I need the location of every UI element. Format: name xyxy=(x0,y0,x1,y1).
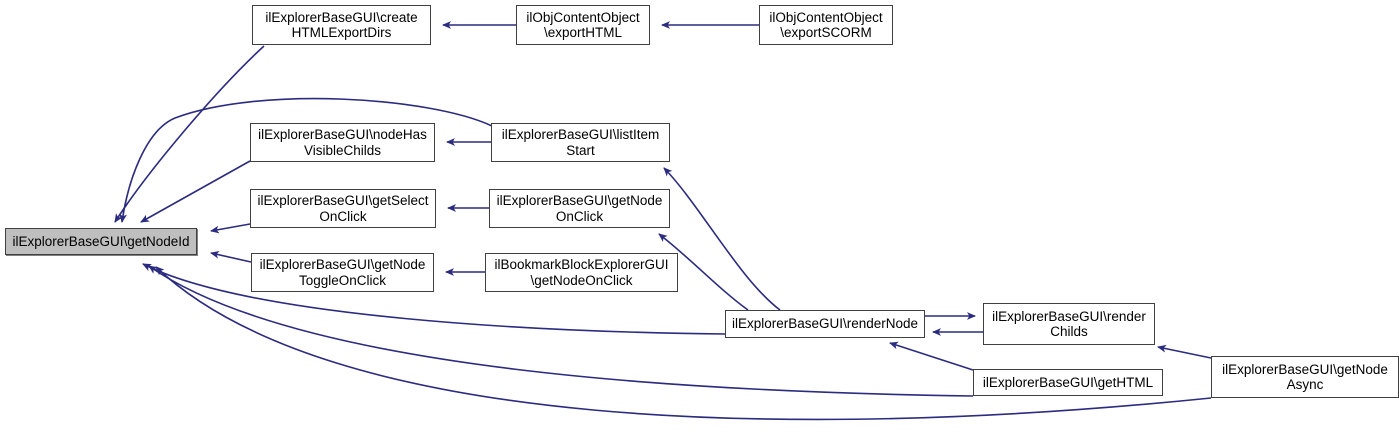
node-get-node-on-click[interactable]: ilExplorerBaseGUI\getNode OnClick xyxy=(489,189,670,228)
node-render-childs[interactable]: ilExplorerBaseGUI\render Childs xyxy=(983,303,1155,345)
node-get-select-on-click[interactable]: ilExplorerBaseGUI\getSelect OnClick xyxy=(250,189,436,228)
node-bookmark-get-node-on-click[interactable]: ilBookmarkBlockExplorerGUI \getNodeOnCli… xyxy=(485,253,678,292)
edge-gethtml-to-getnodeid xyxy=(148,265,974,397)
edge-createhtmlexportdirs-to-getnodeid xyxy=(114,45,265,223)
edge-getnodetoggleonclick-to-getnodeid xyxy=(210,250,252,263)
node-get-node-async[interactable]: ilExplorerBaseGUI\getNode Async xyxy=(1211,356,1399,398)
edge-rendernode-to-getnodeonclick xyxy=(658,233,749,311)
edge-getnodeasync-to-renderchilds xyxy=(1157,344,1212,359)
node-node-has-visible-childs[interactable]: ilExplorerBaseGUI\nodeHas VisibleChilds xyxy=(250,123,435,162)
node-get-node-toggle-on-click[interactable]: ilExplorerBaseGUI\getNode ToggleOnClick xyxy=(251,253,434,292)
edge-nodehasvisiblechilds-to-getnodeid xyxy=(140,160,251,223)
node-create-html-export-dirs[interactable]: ilExplorerBaseGUI\create HTMLExportDirs xyxy=(252,5,431,45)
node-export-html[interactable]: ilObjContentObject \exportHTML xyxy=(516,5,650,45)
node-render-node[interactable]: ilExplorerBaseGUI\renderNode xyxy=(725,310,925,338)
node-list-item-start[interactable]: ilExplorerBaseGUI\listItem Start xyxy=(491,123,670,162)
edge-getselectonclick-to-getnodeid xyxy=(210,223,251,234)
edge-gethtml-to-rendernode xyxy=(889,341,974,371)
edge-getnodeasync-to-getnodeid xyxy=(155,266,1212,421)
node-get-node-id[interactable]: ilExplorerBaseGUI\getNodeId xyxy=(5,228,197,255)
node-get-html[interactable]: ilExplorerBaseGUI\getHTML xyxy=(973,369,1163,396)
edge-listitemstart-to-getnodeid xyxy=(119,97,493,223)
edge-rendernode-to-getnodeid xyxy=(142,263,726,335)
node-export-scorm[interactable]: ilObjContentObject \exportSCORM xyxy=(759,5,893,45)
edge-rendernode-to-listitemstart xyxy=(663,167,781,311)
